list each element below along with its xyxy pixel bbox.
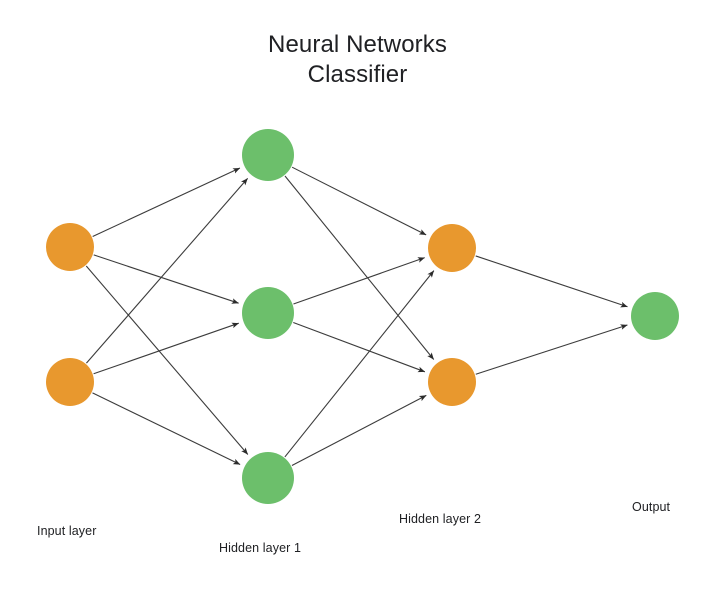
node-h1a[interactable] [242,129,294,181]
edge-h1c-to-h2a [284,270,435,458]
edge-h1b-to-h2a [293,257,425,305]
edge-h1c-to-h2b [291,394,427,466]
edge-i2-to-h1a [86,177,249,364]
node-h2b[interactable] [428,358,476,406]
edge-h1b-to-h2b [293,321,426,373]
label-hidden-layer-2: Hidden layer 2 [399,512,482,526]
label-hidden-layer-1: Hidden layer 1 [219,541,302,555]
edge-i2-to-h1b [93,322,239,375]
node-h2a[interactable] [428,224,476,272]
node-h1b[interactable] [242,287,294,339]
label-output: Output [632,500,671,514]
label-input-layer: Input layer [37,524,97,538]
edge-i1-to-h1b [93,254,239,304]
edge-h2b-to-o1 [475,324,628,375]
edge-h1a-to-h2a [291,166,427,236]
node-h1c[interactable] [242,452,294,504]
node-o1[interactable] [631,292,679,340]
edge-h1a-to-h2b [284,175,435,360]
edge-i1-to-h1a [92,167,241,237]
edge-i1-to-h1c [85,265,249,455]
node-i2[interactable] [46,358,94,406]
edge-h2a-to-o1 [475,255,628,308]
nodes-group [46,129,679,504]
edges-group [85,166,628,466]
node-i1[interactable] [46,223,94,271]
edge-i2-to-h1c [92,392,241,465]
